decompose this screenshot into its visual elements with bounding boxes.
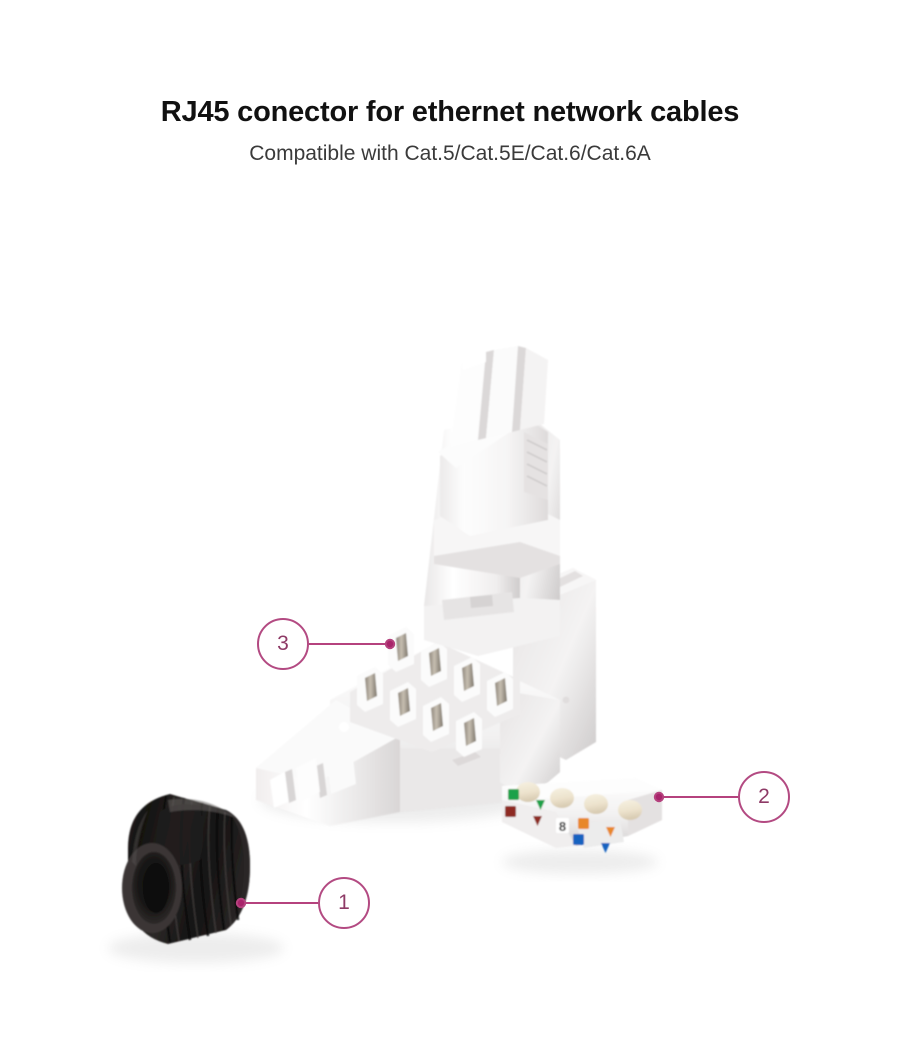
idc-contact-slot — [454, 657, 480, 702]
idc-row-back — [388, 627, 513, 717]
page-title: RJ45 conector for ethernet network cable… — [160, 96, 740, 128]
nut-highlight-rim — [132, 810, 148, 866]
housing-right-face — [500, 690, 560, 800]
wire-colour-markings — [505, 789, 615, 853]
hinge-post — [339, 722, 349, 732]
wire-holes — [516, 782, 642, 820]
callout-label-1: 1 — [338, 891, 350, 914]
idc-contact-slot — [423, 697, 449, 742]
plug-fork-prong-right — [327, 748, 356, 794]
cap-rib-lines — [526, 439, 548, 487]
load-cap-front-face — [502, 800, 576, 848]
plug-fork-gap-1 — [285, 769, 296, 803]
plug-fork-prong-mid — [296, 758, 320, 802]
load-cap-right-taper — [628, 790, 662, 836]
idc-contact-slot — [357, 667, 383, 712]
cap-prong-gap-left — [478, 350, 494, 440]
hinged-cap — [424, 346, 560, 656]
cap-collar-hole — [470, 595, 493, 608]
cap-prong-left — [450, 352, 486, 448]
page-subtitle: Compatible with Cat.5/Cat.5E/Cat.6/Cat.6… — [249, 142, 651, 166]
idc-contact-slot — [390, 682, 416, 727]
nut-highlight-top — [168, 798, 236, 818]
idc-contact-slot — [421, 642, 447, 687]
cap-prong-gap-right — [512, 346, 526, 432]
idc-contact-slot — [388, 627, 414, 672]
idc-contact-slot — [456, 712, 482, 757]
load-cap-top-face — [502, 778, 662, 800]
housing-latch-slot — [452, 752, 481, 766]
slot-number-marking: 8 — [556, 818, 569, 834]
callout-marker-2[interactable]: 2 — [738, 771, 790, 823]
header: RJ45 conector for ethernet network cable… — [0, 0, 900, 165]
callout-label-3: 3 — [277, 632, 289, 655]
callout-marker-3[interactable]: 3 — [257, 618, 309, 670]
idc-row-front — [357, 667, 482, 757]
callout-label-2: 2 — [758, 785, 770, 808]
cap-prong-right — [520, 348, 548, 430]
nut-front-bore-inner — [143, 863, 169, 913]
callout-marker-1[interactable]: 1 — [318, 877, 370, 929]
part-connector-body — [256, 346, 596, 826]
housing-rear-dimple — [562, 696, 570, 704]
part-cable-nut — [122, 794, 250, 944]
plug-fork-gap-2 — [316, 763, 327, 798]
svg-text:8: 8 — [559, 819, 566, 834]
idc-contact-slot — [487, 672, 513, 717]
cap-prong-mid — [486, 346, 518, 438]
cap-shoulder-edge — [434, 542, 560, 578]
nut-grip-panel — [156, 804, 203, 865]
cap-prong-tip-highlight — [462, 352, 486, 370]
cap-barrel-ribs — [524, 432, 548, 500]
part-wire-load-cap: 8 — [502, 778, 662, 853]
